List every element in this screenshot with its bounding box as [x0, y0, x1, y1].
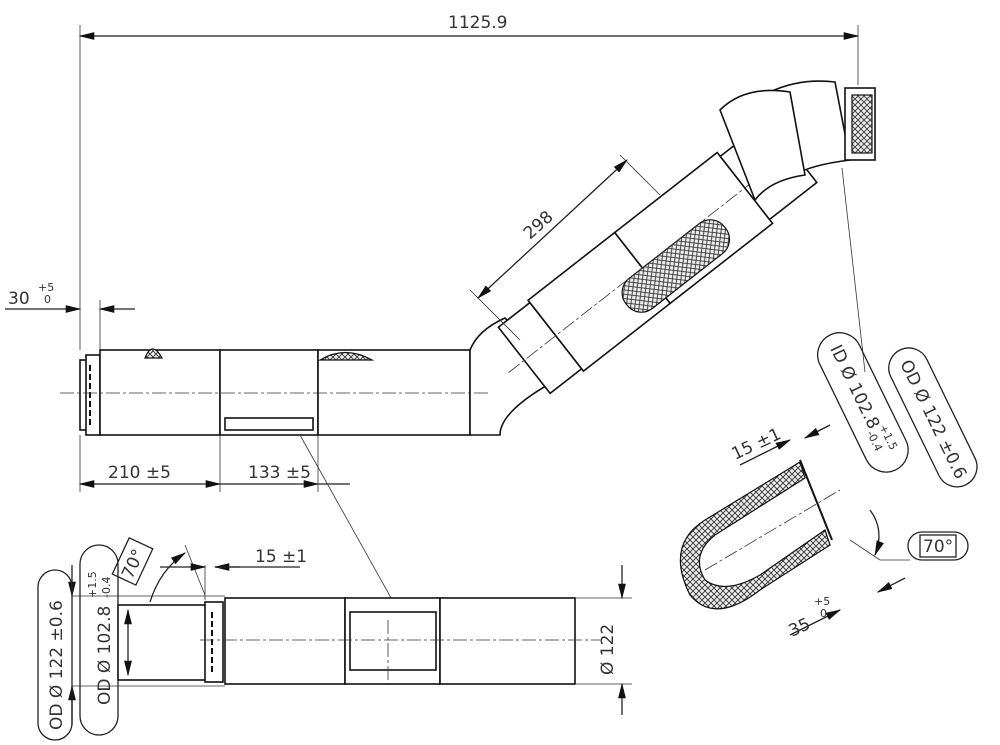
detail-insert-label: 15 ±1	[729, 424, 785, 464]
svg-text:0: 0	[820, 607, 827, 620]
end-offset-label: 30	[8, 289, 30, 309]
overall-length-dimension: 1125.9	[78, 13, 860, 350]
overall-length-label: 1125.9	[448, 13, 507, 33]
svg-text:0: 0	[44, 293, 51, 306]
bottom-insert-label: 15 ±1	[255, 547, 307, 567]
svg-text:+5: +5	[814, 595, 830, 608]
bottom-diameter-label: Ø 122	[598, 624, 618, 675]
svg-text:+5: +5	[38, 281, 54, 294]
angled-length-label: 298	[520, 207, 558, 244]
seg1-label: 210 ±5	[108, 463, 171, 483]
bottom-od-label: OD Ø 122 ±0.6	[47, 600, 67, 730]
svg-text:-0.4: -0.4	[100, 577, 113, 598]
detail-id-label: ID Ø 102.8	[825, 342, 883, 433]
bottom-od2-label: OD Ø 102.8	[95, 606, 115, 705]
detail-bottom: OD Ø 122 ±0.6 OD Ø 102.8 +1.5 -0.4 70° 1…	[37, 536, 632, 741]
seg2-label: 133 ±5	[248, 463, 311, 483]
detail-right: ID Ø 102.8 +1.5 -0.4 OD Ø 122 ±0.6 15 ±1…	[679, 332, 978, 642]
detail-length-label: 35	[786, 614, 814, 641]
segment-dimensions: 210 ±5 133 ±5	[78, 434, 396, 606]
detail-angle-label: 70°	[923, 537, 953, 557]
main-pipe	[60, 317, 562, 436]
svg-text:+1.5: +1.5	[86, 571, 99, 598]
end-offset-dimension: 30 +5 0	[5, 281, 135, 350]
